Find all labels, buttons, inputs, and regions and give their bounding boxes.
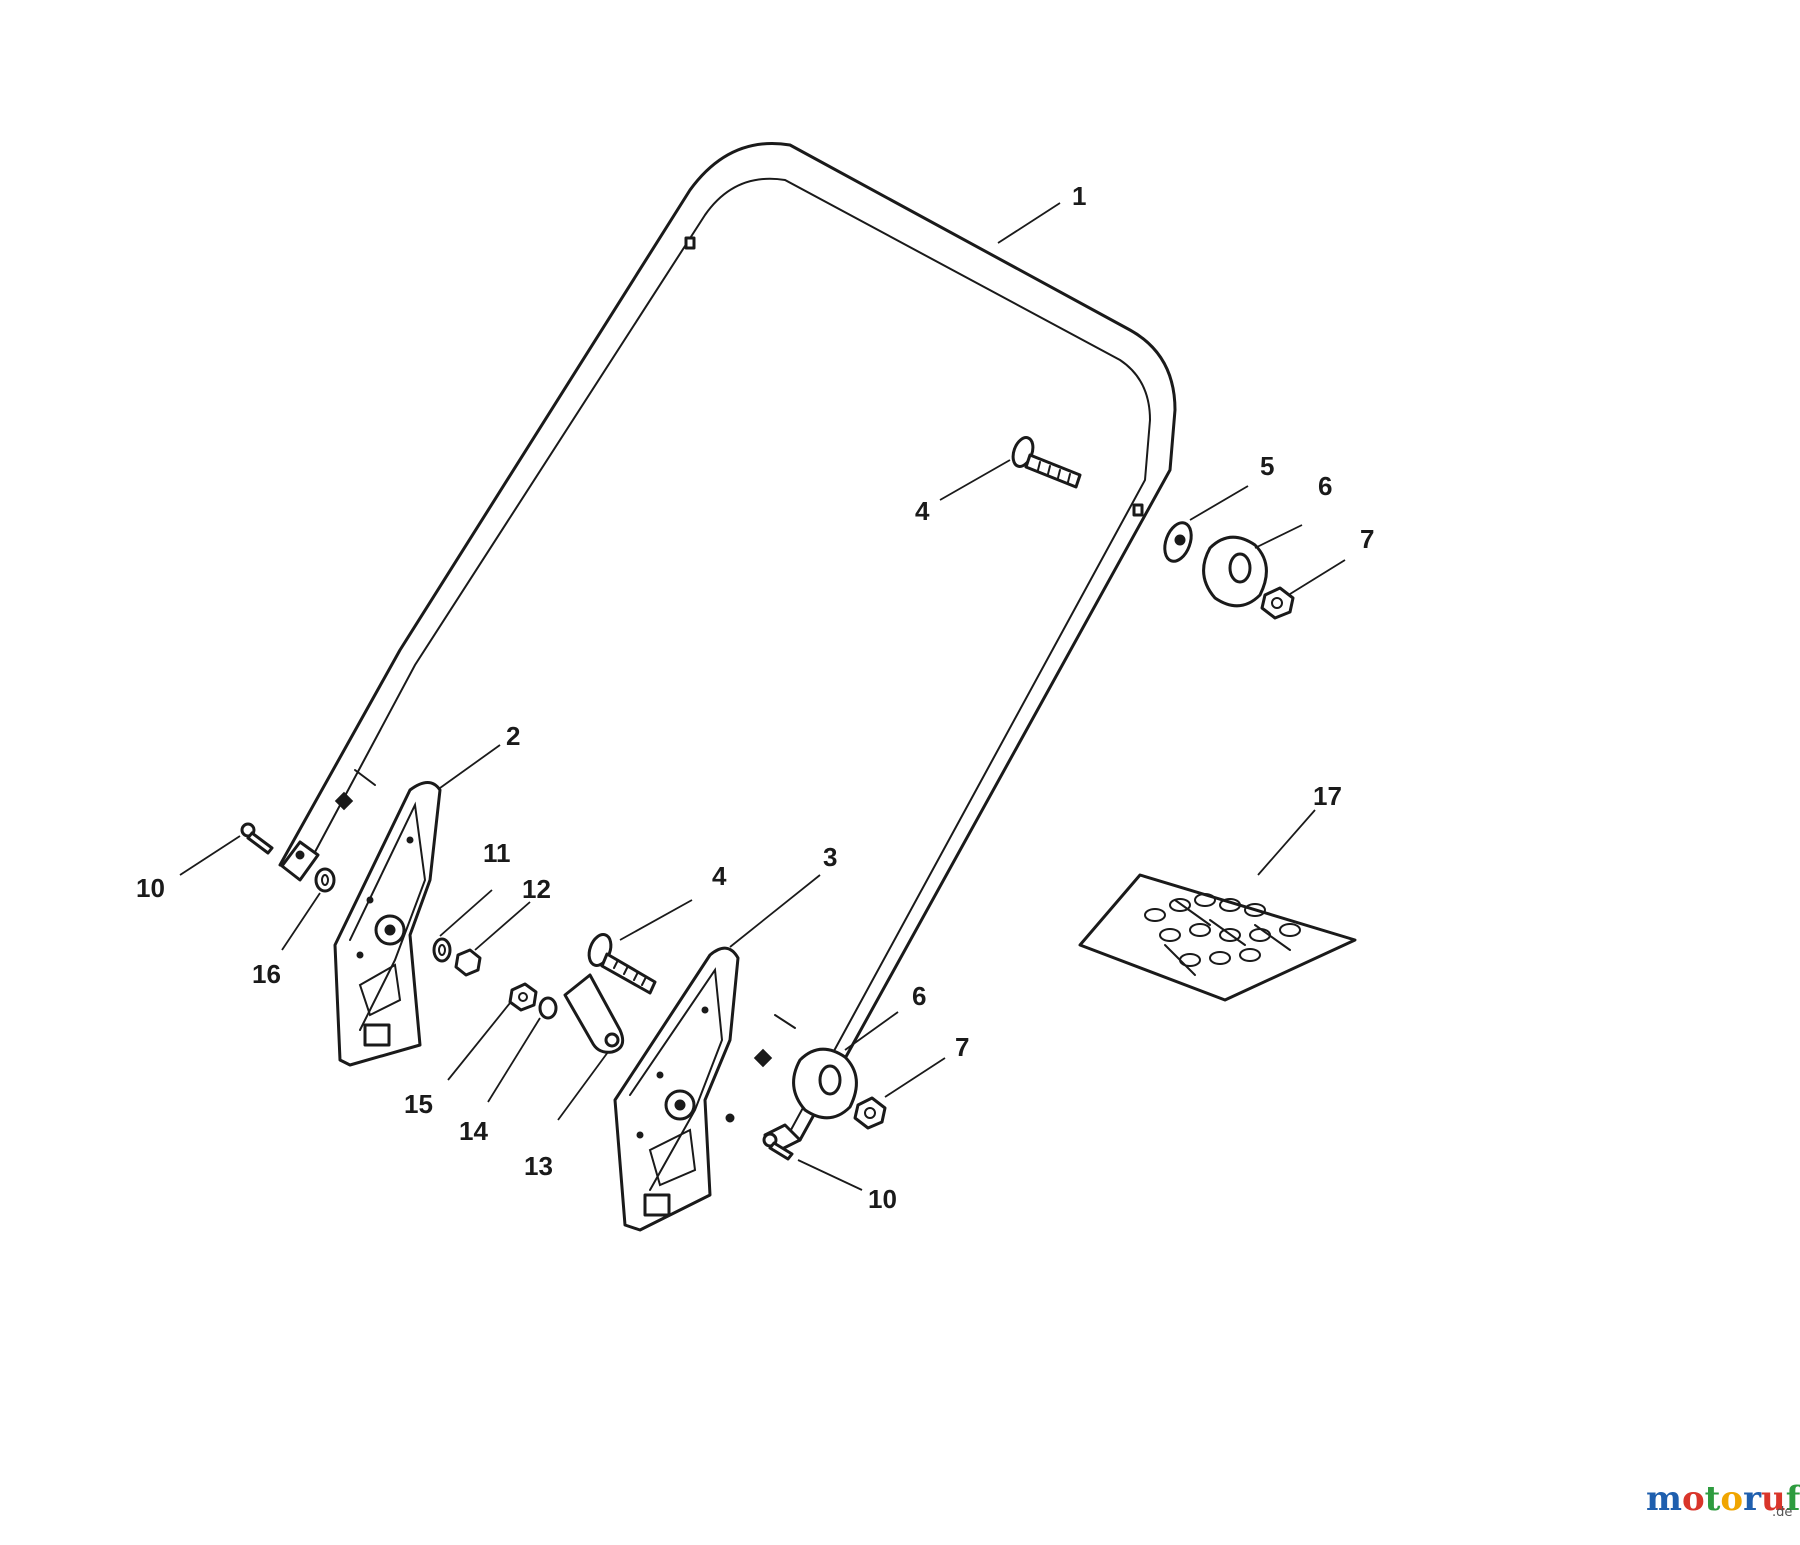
nut-lower (853, 1096, 887, 1130)
washer-16 (314, 867, 336, 893)
callout-17: 17 (1313, 781, 1342, 811)
right-bracket-plate (613, 946, 740, 1232)
callout-6-lower: 6 (912, 981, 926, 1011)
callout-16: 16 (252, 959, 281, 989)
callout-1: 1 (1072, 181, 1086, 211)
washer-14 (538, 996, 558, 1020)
watermark-suffix: .de (1772, 1505, 1792, 1520)
callout-3: 3 (823, 842, 837, 872)
lever-13 (563, 973, 625, 1054)
callout-labels: 1 2 3 4 4 5 6 6 7 7 10 10 11 12 13 14 15… (136, 181, 1374, 1214)
nut-15 (508, 982, 538, 1012)
handlebar-tube (278, 141, 1177, 1152)
watermark-brand: motoruf (1646, 1479, 1800, 1519)
hardware-bag (1078, 873, 1357, 1002)
screw-right (762, 1132, 794, 1161)
callout-15: 15 (404, 1089, 433, 1119)
nut-upper (1260, 586, 1295, 620)
washer-11 (432, 937, 452, 963)
knob-lower (792, 1047, 858, 1120)
callout-10-right: 10 (868, 1184, 897, 1214)
callout-4-upper: 4 (915, 496, 930, 526)
callout-11: 11 (483, 838, 511, 868)
callout-6-upper: 6 (1318, 471, 1332, 501)
callout-14: 14 (459, 1116, 488, 1146)
callout-13: 13 (524, 1151, 553, 1181)
carriage-bolt-lower (587, 933, 657, 995)
spacer (1163, 521, 1193, 563)
callout-5: 5 (1260, 451, 1274, 481)
nut-12 (454, 948, 482, 977)
callout-7-lower: 7 (955, 1032, 969, 1062)
leader-lines (179, 202, 1346, 1191)
screw-left (240, 822, 274, 855)
knob-upper (1202, 535, 1268, 608)
callout-12: 12 (522, 874, 551, 904)
callout-4-lower: 4 (712, 861, 727, 891)
carriage-bolt-upper (1011, 436, 1082, 489)
watermark-logo: motoruf .de (1646, 1479, 1800, 1520)
callout-10-left: 10 (136, 873, 165, 903)
callout-2: 2 (506, 721, 520, 751)
left-bracket-plate (333, 781, 442, 1067)
callout-7-upper: 7 (1360, 524, 1374, 554)
